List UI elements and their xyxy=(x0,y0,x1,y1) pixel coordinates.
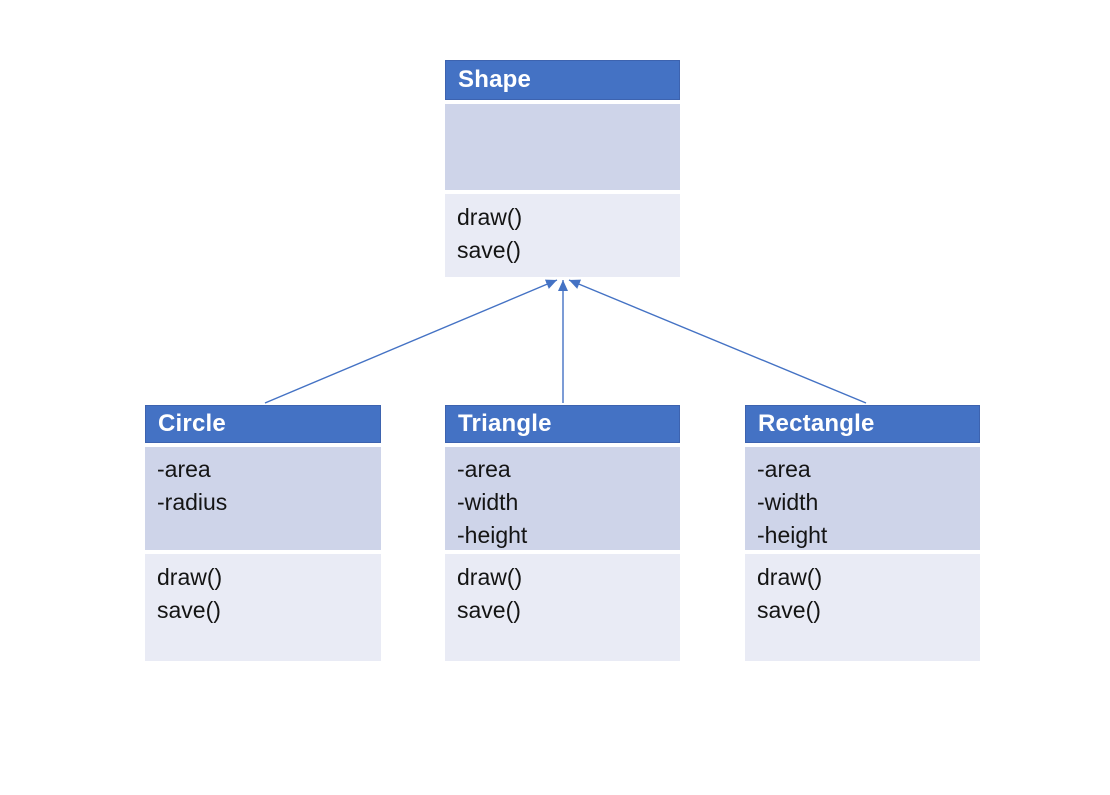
attribute-item: -area xyxy=(457,456,511,482)
class-box-triangle[interactable]: Triangle -area -width -height draw() sav… xyxy=(445,405,680,661)
class-header: Rectangle xyxy=(745,405,980,443)
method-item: save() xyxy=(457,597,521,623)
class-title: Rectangle xyxy=(758,410,875,437)
methods-section: draw() save() xyxy=(145,554,381,661)
class-title: Circle xyxy=(158,410,226,437)
methods-section: draw() save() xyxy=(445,194,680,277)
inheritance-connector-rectangle xyxy=(568,279,867,404)
method-item: draw() xyxy=(757,564,823,590)
attribute-item: -width xyxy=(757,489,819,515)
attribute-item: -radius xyxy=(157,489,228,515)
method-item: draw() xyxy=(457,204,523,230)
inheritance-connector-circle xyxy=(264,279,558,404)
attribute-item: -area xyxy=(757,456,811,482)
class-header: Triangle xyxy=(445,405,680,443)
method-item: save() xyxy=(757,597,821,623)
attributes-section: -area -width -height xyxy=(445,447,680,550)
class-box-rectangle[interactable]: Rectangle -area -width -height draw() sa… xyxy=(745,405,980,661)
attribute-item: -width xyxy=(457,489,519,515)
attribute-item: -height xyxy=(457,522,528,548)
attributes-section: -area -radius xyxy=(145,447,381,550)
attribute-item: -height xyxy=(757,522,828,548)
method-item: draw() xyxy=(157,564,223,590)
class-header: Circle xyxy=(145,405,381,443)
methods-section: draw() save() xyxy=(745,554,980,661)
class-title: Triangle xyxy=(458,410,552,437)
method-item: draw() xyxy=(457,564,523,590)
attribute-item: -area xyxy=(157,456,211,482)
class-box-shape[interactable]: Shape draw() save() xyxy=(445,60,680,277)
attributes-section xyxy=(445,104,680,190)
method-item: save() xyxy=(157,597,221,623)
class-title: Shape xyxy=(458,66,532,93)
class-box-circle[interactable]: Circle -area -radius draw() save() xyxy=(145,405,381,661)
attributes-section: -area -width -height xyxy=(745,447,980,550)
methods-section: draw() save() xyxy=(445,554,680,661)
method-item: save() xyxy=(457,237,521,263)
class-header: Shape xyxy=(445,60,680,100)
